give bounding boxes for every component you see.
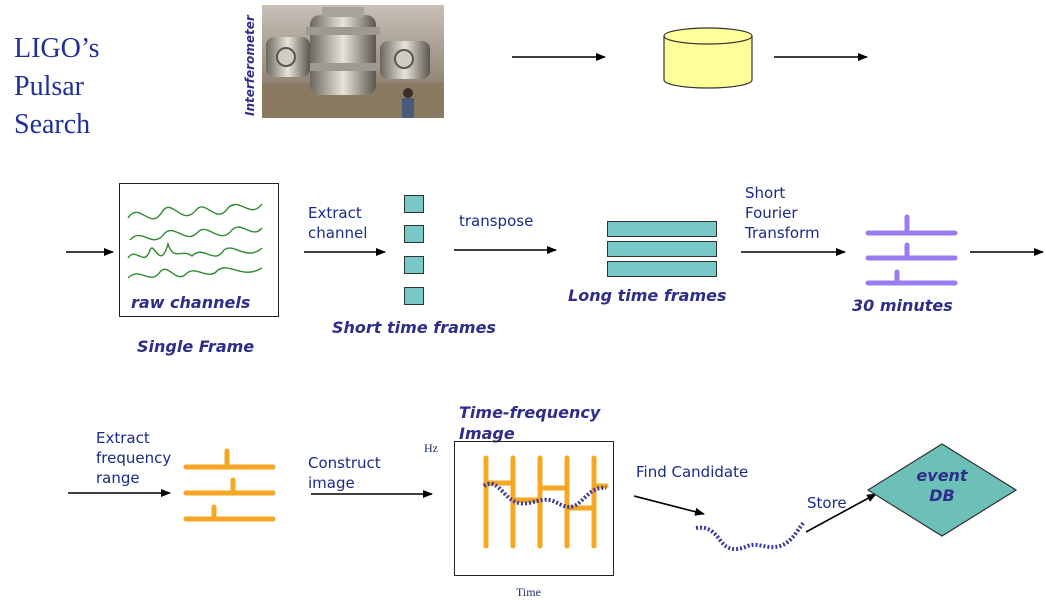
raw-channels-label: raw channels	[131, 293, 251, 312]
event-db-diamond-icon	[866, 443, 1018, 537]
candidate-waveform	[695, 520, 806, 552]
single-frame-label: Single Frame	[137, 337, 255, 356]
extract-channel-label: Extract channel	[308, 203, 367, 243]
extract-frequency-line-3: range	[96, 469, 140, 487]
short-time-frame-tile	[404, 195, 424, 213]
archive-cylinder-icon	[663, 27, 753, 89]
construct-image-label: Construct image	[308, 453, 381, 493]
transpose-label: transpose	[459, 212, 534, 230]
extract-frequency-line-2: frequency	[96, 449, 172, 467]
title-line-1: LIGO’s	[14, 33, 100, 64]
extract-channel-line-1: Extract	[308, 204, 362, 222]
title-line-2: Pulsar	[14, 71, 84, 102]
event-db-line-2: DB	[929, 486, 955, 505]
extract-frequency-label: Extract frequency range	[96, 428, 171, 488]
time-frequency-image	[454, 441, 614, 576]
short-time-frames-label: Short time frames	[332, 318, 496, 337]
extract-channel-line-2: channel	[308, 224, 368, 242]
interferometer-photo	[262, 5, 444, 118]
event-db-label: event DB	[902, 466, 982, 506]
frequency-range-comb-icon	[183, 448, 276, 522]
title-line-3: Search	[14, 109, 91, 140]
raw-channel-waves-icon	[127, 203, 263, 279]
thirty-minutes-label: 30 minutes	[852, 296, 953, 315]
arrow-store	[805, 493, 877, 533]
spectrum-comb-icon	[865, 214, 958, 286]
sft-label: Short Fourier Transform	[745, 183, 820, 243]
single-frame-box	[119, 183, 279, 317]
short-time-frame-tile	[404, 287, 424, 305]
construct-image-line-1: Construct	[308, 454, 381, 472]
page-title: LIGO’s Pulsar Search	[14, 30, 100, 144]
event-db-line-1: event	[916, 466, 968, 485]
short-time-frame-tile	[404, 225, 424, 243]
sft-line-1: Short	[745, 184, 786, 202]
store-label: Store	[807, 494, 847, 512]
tf-image-bars-icon	[483, 455, 609, 549]
sft-line-3: Transform	[745, 224, 820, 242]
tf-candidate-track	[482, 481, 607, 509]
tf-image-title-line-2: Image	[459, 424, 515, 443]
time-axis-label: Time	[516, 585, 541, 599]
long-time-frame-bar	[607, 221, 717, 237]
find-candidate-label: Find Candidate	[636, 463, 749, 481]
long-time-frame-bar	[607, 241, 717, 257]
long-time-frame-bar	[607, 261, 717, 277]
tf-image-title: Time-frequency Image	[459, 402, 600, 444]
long-time-frames-label: Long time frames	[568, 286, 727, 305]
short-time-frame-tile	[404, 256, 424, 274]
construct-image-line-2: image	[308, 474, 355, 492]
arrow-find-candidate	[633, 495, 705, 516]
sft-line-2: Fourier	[745, 204, 798, 222]
tf-image-title-line-1: Time-frequency	[459, 403, 601, 422]
hz-axis-label: Hz	[424, 441, 438, 455]
extract-frequency-line-1: Extract	[96, 429, 150, 447]
